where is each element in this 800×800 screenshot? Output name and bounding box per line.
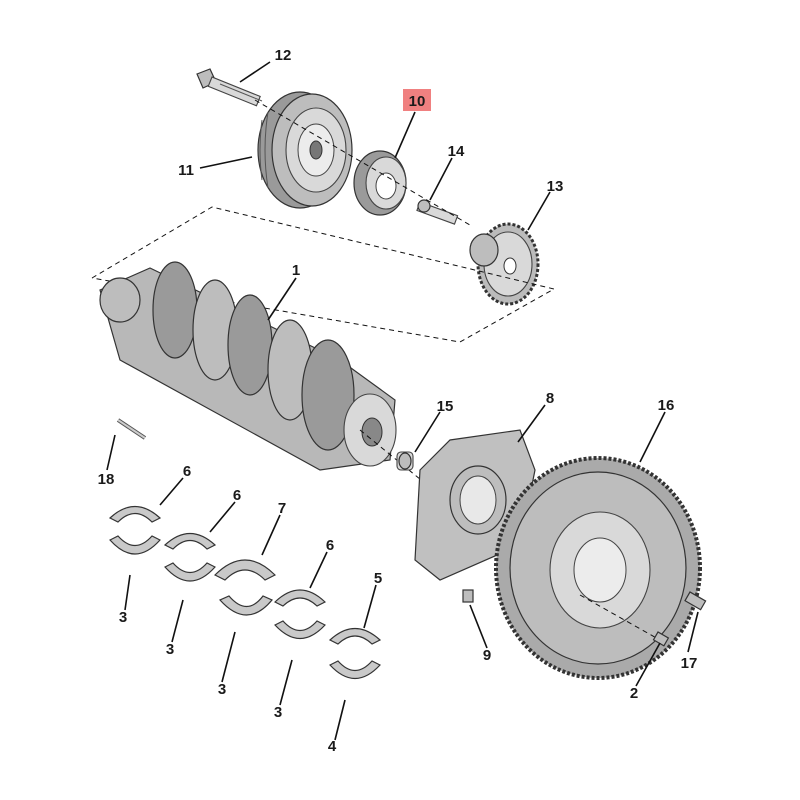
bearing-set-1 (108, 505, 162, 555)
callout-4[interactable]: 4 (328, 738, 337, 755)
callout-5[interactable]: 5 (374, 570, 382, 587)
callout-6b[interactable]: 6 (233, 487, 241, 504)
sprocket-bolt (416, 199, 459, 225)
front-axis (254, 99, 471, 226)
flywheel (494, 456, 702, 680)
callout-6c[interactable]: 6 (326, 537, 334, 554)
callout-17[interactable]: 17 (681, 655, 698, 672)
callout-13[interactable]: 13 (547, 178, 564, 195)
bearing-set-5 (328, 627, 382, 679)
callout-7[interactable]: 7 (278, 500, 286, 517)
dowel-pin (652, 631, 670, 647)
timing-sprocket (469, 222, 540, 306)
pilot-bushing (396, 451, 414, 471)
crankshaft (99, 261, 397, 471)
callout-12[interactable]: 12 (275, 47, 292, 64)
callout-1[interactable]: 1 (292, 262, 300, 279)
crankshaft-pulley (257, 91, 353, 209)
flywheel-bolt (684, 591, 707, 611)
plate-screw (462, 589, 474, 603)
pulley-bolt (196, 68, 263, 107)
callout-2[interactable]: 2 (630, 685, 638, 702)
highlight-box (403, 89, 431, 111)
flywheel-axis (579, 594, 661, 641)
callout-3d[interactable]: 3 (274, 704, 282, 721)
callout-18[interactable]: 18 (98, 471, 115, 488)
callout-14[interactable]: 14 (448, 143, 465, 160)
bearing-set-3 (213, 559, 277, 616)
bearing-set-4 (273, 589, 327, 639)
callout-3a[interactable]: 3 (119, 609, 127, 626)
locating-pin (116, 418, 147, 440)
callout-15[interactable]: 15 (437, 398, 454, 415)
callout-8[interactable]: 8 (546, 390, 554, 407)
callout-11[interactable]: 11 (178, 162, 194, 179)
bearing-set-2 (163, 532, 217, 582)
group-outline (91, 206, 556, 343)
callout-3b[interactable]: 3 (166, 641, 174, 658)
callout-3c[interactable]: 3 (218, 681, 226, 698)
callout-6a[interactable]: 6 (183, 463, 191, 480)
callout-10[interactable]: 10 (409, 93, 426, 110)
callout-9[interactable]: 9 (483, 647, 491, 664)
callout-16[interactable]: 16 (658, 397, 675, 414)
